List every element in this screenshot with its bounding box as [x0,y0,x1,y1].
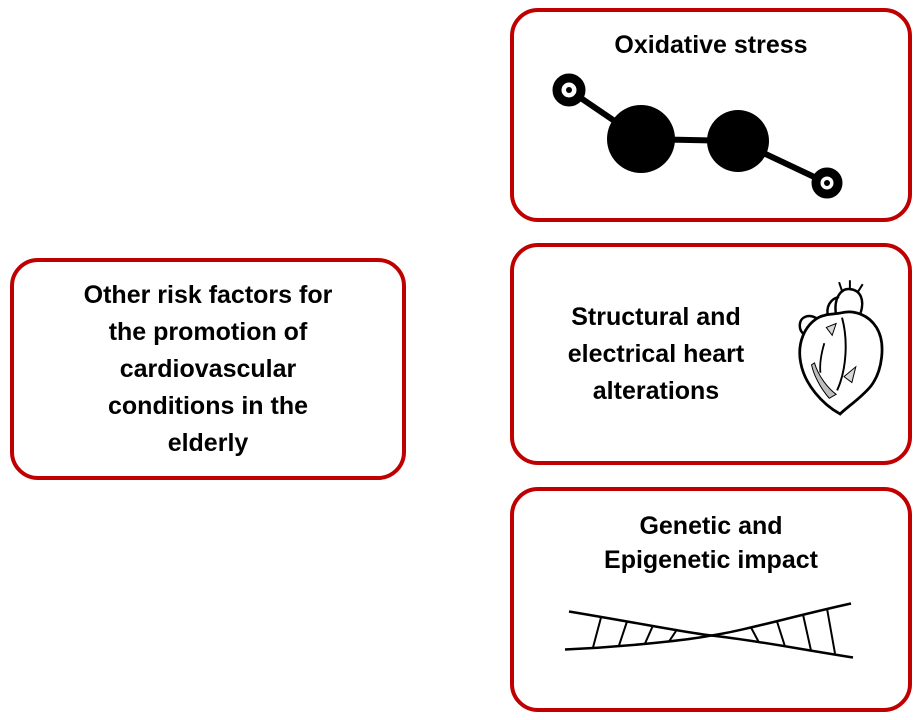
text-line: conditions in the [108,391,308,420]
molecule-icon [552,73,843,199]
oxidative-stress-box: Oxidative stress [510,8,912,222]
text-line: cardiovascular [119,354,297,383]
text-line: Epigenetic impact [604,546,818,574]
text-line: electrical heart [567,339,745,368]
genetic-epigenetic-box: Genetic and Epigenetic impact [510,487,912,712]
text-line: Genetic and [639,512,783,540]
text-line: alterations [592,376,720,405]
text-line: Structural and [571,302,741,331]
structural-alterations-text: Structural and electrical heart alterati… [514,299,780,410]
text-line: the promotion of [108,317,308,346]
structural-alterations-box: Structural and electrical heart alterati… [510,243,912,465]
other-risk-factors-text: Other risk factors for the promotion of … [84,277,333,462]
anatomical-heart-icon [798,280,884,416]
heart-icon-container [780,279,908,429]
genetic-epigenetic-title: Genetic and Epigenetic impact [514,491,908,577]
oxidative-stress-title: Oxidative stress [614,31,808,59]
text-line: elderly [167,428,249,457]
dna-helix-icon [564,602,854,659]
text-line: Other risk factors for [83,280,333,309]
other-risk-factors-box: Other risk factors for the promotion of … [10,258,406,480]
